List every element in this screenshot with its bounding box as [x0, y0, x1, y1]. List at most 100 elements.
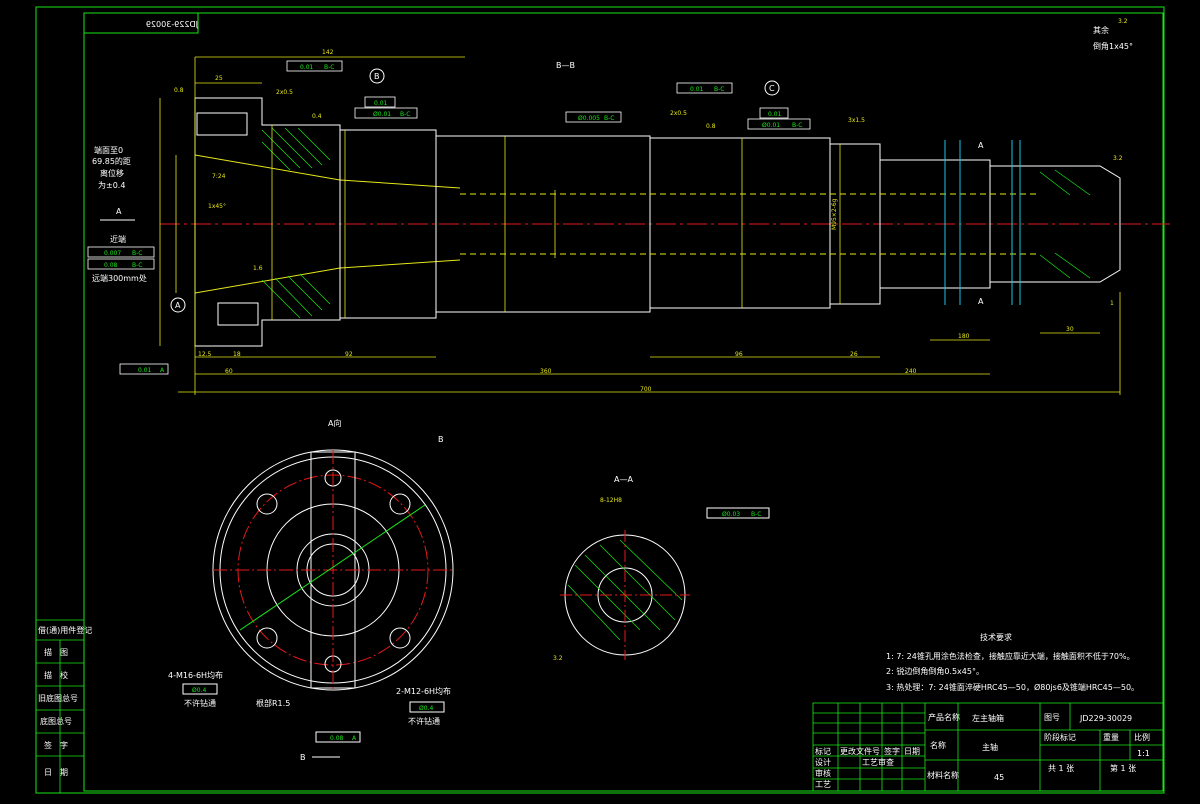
datum-b: B — [374, 72, 380, 81]
tol-near-2: 0.08 — [104, 262, 118, 269]
dim-1: 1 — [1110, 300, 1114, 307]
tol-frame-3: Ø0.01 — [373, 111, 391, 118]
svg-text:B-C: B-C — [751, 511, 761, 518]
bolt-hole-top — [196, 112, 248, 136]
dim-240: 240 — [905, 368, 917, 375]
roughness-5: 0.8 — [174, 87, 184, 94]
no-drill-1: 不许钻通 — [184, 698, 216, 708]
side-row-5: 底图总号 — [40, 716, 72, 726]
tol-sym: 0.08 — [330, 735, 344, 742]
side-row-6: 签 字 — [44, 740, 68, 750]
dim-142: 142 — [322, 49, 334, 56]
part-name: 主轴 — [982, 742, 998, 752]
tb-role-review: 审核 — [815, 768, 831, 778]
view-b-bottom: B — [300, 753, 306, 762]
tb-label-date: 日期 — [904, 747, 920, 756]
side-row-4: 旧底图总号 — [38, 693, 78, 703]
svg-text:B-C: B-C — [604, 115, 614, 122]
side-row-7: 日 期 — [44, 768, 68, 777]
aa-roughness: 3.2 — [553, 655, 563, 662]
dim-12-5: 12.5 — [198, 351, 212, 358]
tolerance-frames — [87, 60, 811, 375]
datum-c: C — [769, 84, 775, 93]
tol-aa: Ø0.03 — [722, 511, 740, 518]
dim-360: 360 — [540, 368, 552, 375]
tol-a-box: 0.01 — [138, 367, 152, 374]
datum-a-circle — [170, 297, 186, 313]
tol-2m12-frame — [409, 701, 445, 713]
roughness-3: 1.6 — [253, 265, 263, 272]
taper-lower — [194, 267, 341, 294]
drawing-no-label: 图号 — [1044, 713, 1060, 722]
side-table — [36, 619, 84, 793]
shaft-end — [990, 165, 1121, 283]
section-bb-label: B—B — [556, 61, 575, 70]
tech-req-title: 技术要求 — [980, 632, 1012, 642]
tb-label-mark: 标记 — [815, 746, 831, 756]
tech-req-3: 3: 热处理：7: 24锥面淬硬HRC45—50，Ø80js6及锥端HRC45—… — [886, 682, 1139, 692]
part-name-label: 名称 — [930, 740, 946, 750]
dim-96: 96 — [735, 351, 743, 358]
thread-note: M95×2-6g — [831, 198, 838, 230]
other-roughness-label: 其余 — [1093, 25, 1109, 35]
label-2m12: 2-M12-6H均布 — [396, 686, 451, 696]
product-name: 左主轴箱 — [972, 713, 1004, 723]
weight-label: 重量 — [1103, 732, 1119, 742]
tol-near-1: 0.007 — [104, 250, 121, 257]
tol-4m16-frame — [182, 683, 218, 695]
svg-text:B-C: B-C — [324, 64, 334, 71]
sheets-total: 共 1 张 — [1048, 764, 1074, 773]
no-drill-2: 不许钻通 — [408, 716, 440, 726]
scale-label: 比例 — [1134, 732, 1150, 742]
svg-text:A: A — [160, 367, 165, 374]
title-block-grid — [812, 702, 1164, 792]
tol-aa-frame — [706, 507, 770, 519]
svg-text:B-C: B-C — [132, 262, 142, 269]
tb-process-note: 工艺审查 — [862, 757, 894, 767]
tol-sym-frame — [315, 731, 361, 743]
view-a-label: A向 — [328, 418, 341, 428]
svg-text:B-C: B-C — [400, 111, 410, 118]
dim-25: 25 — [215, 75, 223, 82]
shaft-seg-3 — [649, 137, 831, 309]
code-box-text: JD229-30029 — [146, 20, 199, 29]
other-roughness-value: 3.2 — [1118, 18, 1128, 25]
tb-label-sign: 签字 — [884, 746, 900, 756]
tb-role-design: 设计 — [815, 757, 831, 767]
far-label: 远端300mm处 — [92, 273, 147, 283]
tb-role-process: 工艺 — [815, 780, 831, 789]
dim-700: 700 — [640, 386, 652, 393]
note-left-2: 69.85的距 — [92, 156, 131, 166]
inner-frame — [83, 12, 1164, 792]
note-left-3: 离位移 — [100, 168, 124, 178]
svg-text:B-C: B-C — [792, 122, 802, 129]
tol-frame-7: Ø0.01 — [762, 122, 780, 129]
shaft-seg-4 — [879, 159, 991, 289]
stage-label: 阶段标记 — [1044, 732, 1076, 742]
sheet-no: 第 1 张 — [1110, 763, 1136, 773]
dimension-lines — [159, 56, 1121, 395]
datum-b-circle — [369, 68, 385, 84]
dim-26: 26 — [850, 351, 858, 358]
section-a-top: A — [978, 141, 984, 150]
chamfer-b: 2x0.5 — [276, 89, 293, 96]
datum-a: A — [175, 301, 181, 310]
tol-4m16: Ø0.4 — [192, 687, 206, 694]
svg-text:A: A — [352, 735, 357, 742]
flange-outline — [194, 97, 341, 347]
chamfer-a: 1x45° — [208, 203, 226, 210]
tol-frame-2: 0.01 — [374, 100, 388, 107]
tb-label-change: 更改文件号 — [840, 746, 880, 756]
note-left-4: 为±0.4 — [98, 180, 125, 190]
roughness-1: 0.4 — [312, 113, 322, 120]
tol-frame-4: Ø0.005 — [578, 115, 600, 122]
roughness-2: 0.8 — [706, 123, 716, 130]
section-a-bottom: A — [978, 297, 984, 306]
tol-frame-6: 0.01 — [768, 111, 782, 118]
tol-frame-1: 0.01 — [300, 64, 314, 71]
bolt-hole-bottom — [217, 302, 259, 326]
chamfer-c: 3x1.5 — [848, 117, 865, 124]
section-aa-label: A—A — [614, 475, 633, 484]
label-4m16: 4-M16-6H均布 — [168, 670, 223, 680]
